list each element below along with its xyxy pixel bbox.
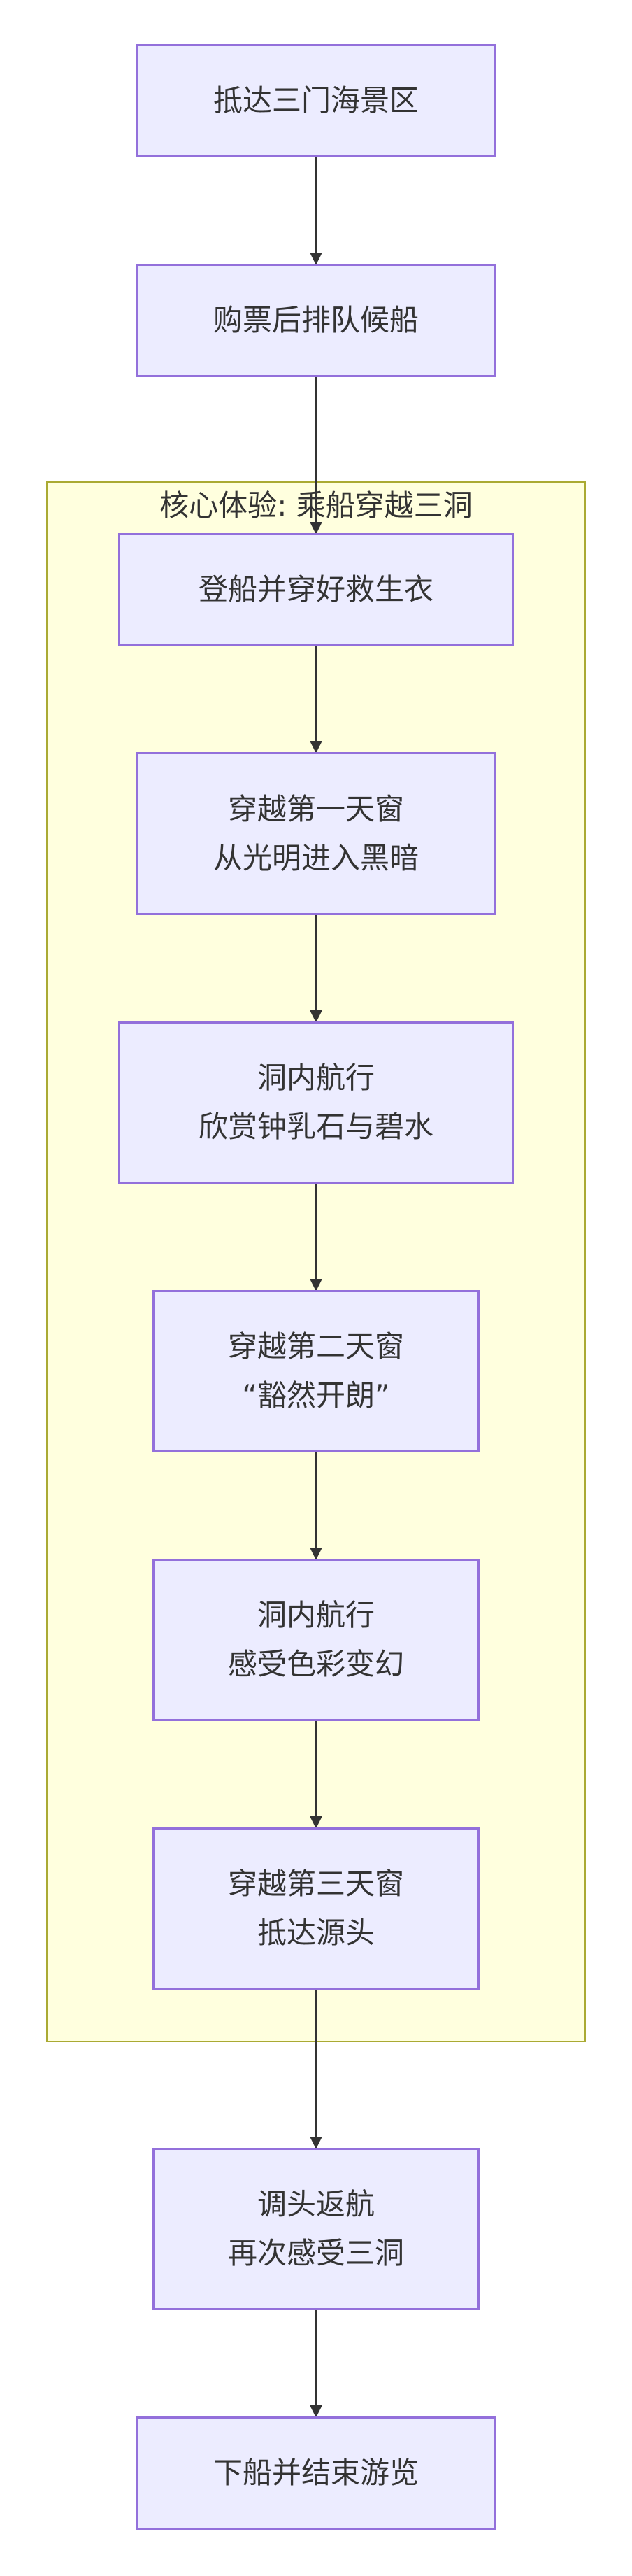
node-label: 购票后排队候船 [213, 303, 419, 337]
node-label-line-2: “豁然开朗” [242, 1378, 390, 1413]
node-label-line-2: 抵达源头 [257, 1916, 375, 1950]
node-label-line-1: 穿越第三天窗 [227, 1867, 404, 1901]
node-label-line-1: 调头返航 [257, 2187, 375, 2221]
node-arrive: 抵达三门海景区 [136, 44, 496, 157]
node-disembark: 下船并结束游览 [136, 2416, 496, 2530]
node-label-line-2: 感受色彩变幻 [227, 1647, 404, 1681]
node-cave-cruise-colors: 洞内航行 感受色彩变幻 [152, 1559, 480, 1721]
node-label-line-1: 穿越第一天窗 [227, 791, 404, 826]
node-cave-cruise-stalactites: 洞内航行 欣赏钟乳石与碧水 [118, 1021, 514, 1184]
node-label-line-2: 再次感受三洞 [227, 2236, 404, 2270]
node-label: 抵达三门海景区 [213, 83, 419, 118]
node-second-skylight: 穿越第二天窗 “豁然开朗” [152, 1290, 480, 1452]
node-label: 下船并结束游览 [213, 2456, 419, 2490]
node-return-trip: 调头返航 再次感受三洞 [152, 2148, 480, 2310]
node-label-line-1: 穿越第二天窗 [227, 1329, 404, 1364]
node-ticket-queue: 购票后排队候船 [136, 264, 496, 377]
cluster-title: 核心体验: 乘船穿越三洞 [159, 488, 473, 523]
node-first-skylight: 穿越第一天窗 从光明进入黑暗 [136, 752, 496, 915]
node-board-lifejacket: 登船并穿好救生衣 [118, 533, 514, 646]
node-label-line-1: 洞内航行 [257, 1598, 375, 1632]
node-label-line-1: 洞内航行 [257, 1061, 375, 1095]
node-label: 登船并穿好救生衣 [198, 572, 433, 607]
node-label-line-2: 从光明进入黑暗 [213, 840, 419, 875]
node-third-skylight: 穿越第三天窗 抵达源头 [152, 1827, 480, 1990]
node-label-line-2: 欣赏钟乳石与碧水 [198, 1110, 433, 1144]
